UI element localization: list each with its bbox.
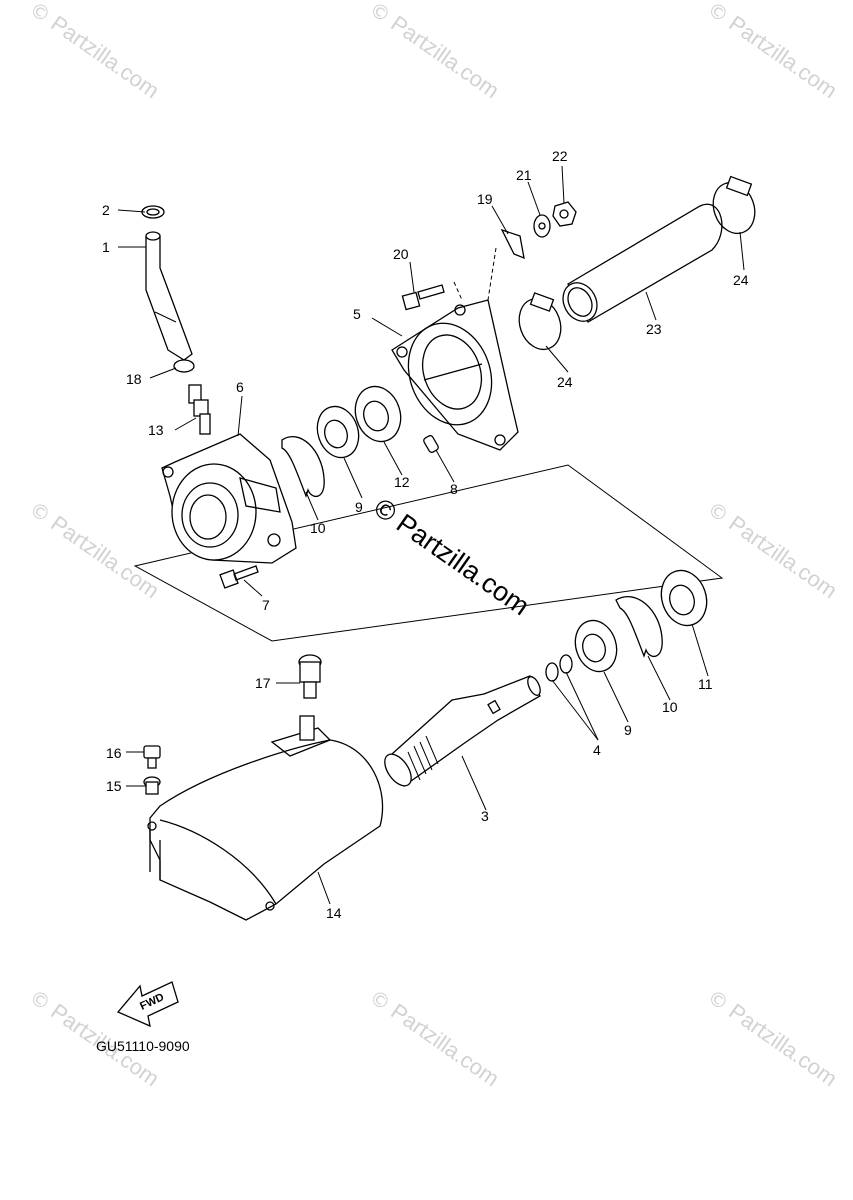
diagram-code: GU51110-9090 bbox=[96, 1038, 190, 1054]
washer-part bbox=[533, 214, 551, 238]
washer-15-part bbox=[143, 776, 161, 795]
svg-text:Partzilla.com: Partzilla.com bbox=[386, 11, 503, 104]
svg-text:©: © bbox=[365, 984, 395, 1015]
drive-shaft-part bbox=[384, 675, 541, 788]
svg-text:Partzilla.com: Partzilla.com bbox=[724, 511, 841, 604]
bearing-lower-part bbox=[574, 619, 618, 673]
callout-8: 8 bbox=[450, 481, 458, 497]
callout-19: 19 bbox=[477, 191, 493, 207]
center-watermark: © Partzilla.com bbox=[369, 492, 535, 621]
tube-part bbox=[562, 203, 723, 323]
bracket-plate-part bbox=[500, 228, 525, 260]
duct-bolt-part bbox=[401, 284, 445, 311]
callout-24-lower: 24 bbox=[557, 374, 573, 390]
callout-16: 16 bbox=[106, 745, 122, 761]
nozzle-fitting-part bbox=[188, 384, 211, 435]
callout-9-upper: 9 bbox=[355, 499, 363, 515]
svg-text:Partzilla.com: Partzilla.com bbox=[724, 999, 841, 1092]
reference-line bbox=[453, 247, 497, 301]
duct-housing-part bbox=[391, 299, 519, 451]
callout-3: 3 bbox=[481, 808, 489, 824]
cover-part bbox=[147, 715, 384, 921]
snap-ring-upper-part bbox=[281, 436, 325, 498]
callout-7: 7 bbox=[262, 597, 270, 613]
watermark-bottom-right: © Partzilla.com bbox=[703, 984, 842, 1092]
svg-text:Partzilla.com: Partzilla.com bbox=[46, 511, 163, 604]
bearing-housing-part bbox=[161, 433, 297, 564]
callout-17: 17 bbox=[255, 675, 271, 691]
callout-18: 18 bbox=[126, 371, 142, 387]
bearing-upper-part bbox=[316, 405, 360, 459]
watermark-bottom-center: © Partzilla.com bbox=[365, 984, 504, 1092]
hose-part bbox=[145, 231, 193, 361]
svg-text:Partzilla.com: Partzilla.com bbox=[46, 11, 163, 104]
callout-10-lower: 10 bbox=[662, 699, 678, 715]
bolt-17-part bbox=[298, 654, 322, 699]
hose-clip-part bbox=[173, 359, 195, 373]
callout-2: 2 bbox=[102, 202, 110, 218]
snap-ring-lower-part bbox=[615, 596, 663, 658]
callout-1: 1 bbox=[102, 239, 110, 255]
dowel-pin-part bbox=[423, 435, 439, 453]
callout-21: 21 bbox=[516, 167, 532, 183]
bolt-16-part bbox=[143, 745, 161, 769]
clip-part bbox=[141, 205, 165, 219]
hose-clamp-upper-part bbox=[712, 175, 756, 235]
callout-4: 4 bbox=[593, 742, 601, 758]
callout-15: 15 bbox=[106, 778, 122, 794]
svg-text:©: © bbox=[25, 984, 55, 1015]
callout-13: 13 bbox=[148, 422, 164, 438]
leader-lines bbox=[117, 165, 745, 905]
callout-6: 6 bbox=[236, 379, 244, 395]
watermark-top-left: © Partzilla.com bbox=[25, 0, 164, 103]
bearing-12-part bbox=[354, 385, 402, 443]
svg-text:©: © bbox=[25, 496, 55, 527]
callout-22: 22 bbox=[552, 148, 568, 164]
nut-part bbox=[552, 201, 577, 227]
callout-5: 5 bbox=[353, 306, 361, 322]
svg-text:Partzilla.com: Partzilla.com bbox=[386, 999, 503, 1092]
watermark-top-center: © Partzilla.com bbox=[365, 0, 504, 103]
callout-9-lower: 9 bbox=[624, 722, 632, 738]
callout-labels: 1 2 3 4 5 6 7 8 9 9 10 10 11 12 13 14 15… bbox=[102, 148, 749, 921]
assembly-boundary bbox=[133, 464, 724, 642]
callout-12: 12 bbox=[394, 474, 410, 490]
svg-text:©: © bbox=[703, 984, 733, 1015]
watermark-mid-right: © Partzilla.com bbox=[703, 496, 842, 604]
svg-text:©: © bbox=[703, 496, 733, 527]
callout-20: 20 bbox=[393, 246, 409, 262]
housing-bolt-part bbox=[219, 565, 259, 589]
svg-text:Partzilla.com: Partzilla.com bbox=[724, 11, 841, 104]
bearing-11-part bbox=[660, 569, 708, 627]
callout-11: 11 bbox=[698, 676, 713, 692]
watermark-mid-left: © Partzilla.com bbox=[25, 496, 164, 604]
callout-24-upper: 24 bbox=[733, 272, 749, 288]
callout-23: 23 bbox=[646, 321, 662, 337]
watermark-top-right: © Partzilla.com bbox=[703, 0, 842, 103]
forward-arrow-icon: FWD bbox=[116, 981, 179, 1028]
hose-clamp-lower-part bbox=[518, 292, 562, 351]
callout-14: 14 bbox=[326, 905, 342, 921]
callout-10-upper: 10 bbox=[310, 520, 326, 536]
